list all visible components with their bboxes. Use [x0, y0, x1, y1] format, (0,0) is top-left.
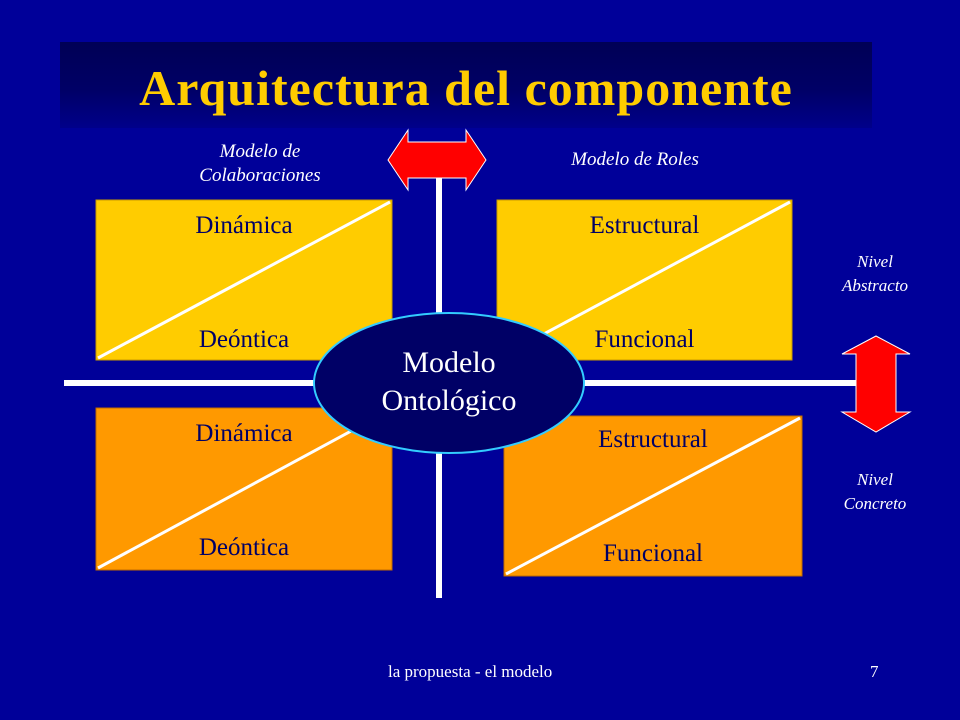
box-top-left-bottom-text: Deóntica [198, 326, 290, 353]
center-ellipse [313, 312, 585, 454]
box-bottom-left-bottom-text: Deóntica [198, 534, 290, 561]
horizontal-double-arrow [387, 128, 487, 192]
label-colaboraciones-line1: Modelo de [219, 141, 301, 162]
box-bottom-left-top-text: Dinámica [195, 420, 293, 447]
box-top-right-top-text: Estructural [589, 212, 700, 239]
center-line1: Modelo [402, 346, 496, 379]
diagonal-top-right [498, 200, 791, 360]
label-concreto-line1: Nivel [857, 470, 893, 489]
label-concreto-line2: Concreto [843, 494, 907, 513]
label-modelo-colaboraciones: Modelo de Colaboraciones [150, 140, 370, 188]
box-top-right-bottom-text: Funcional [594, 326, 695, 353]
vertical-double-arrow [840, 335, 912, 433]
box-bottom-right-top-text: Estructural [598, 426, 708, 453]
label-colaboraciones-line2: Colaboraciones [199, 165, 321, 186]
label-abstracto-line2: Abstracto [841, 276, 909, 295]
label-modelo-roles: Modelo de Roles [571, 149, 699, 170]
diagonal-bottom-right [505, 416, 801, 576]
diagonal-top-left [97, 200, 391, 360]
diagonal-bottom-left [97, 408, 391, 570]
box-top-left-top-text: Dinámica [195, 212, 293, 239]
center-line2: Ontológico [381, 384, 517, 417]
slide-title: Arquitectura del componente [139, 60, 793, 116]
page-number: 7 [870, 662, 879, 681]
label-nivel-concreto: Nivel Concreto [805, 468, 945, 516]
label-abstracto-line1: Nivel [857, 252, 893, 271]
box-bottom-right-bottom-text: Funcional [603, 540, 703, 567]
label-nivel-abstracto: Nivel Abstracto [805, 250, 945, 298]
title-band [60, 42, 872, 128]
center-ellipse-text: Modelo Ontológico [314, 344, 584, 420]
footer-text: la propuesta - el modelo [388, 662, 553, 681]
